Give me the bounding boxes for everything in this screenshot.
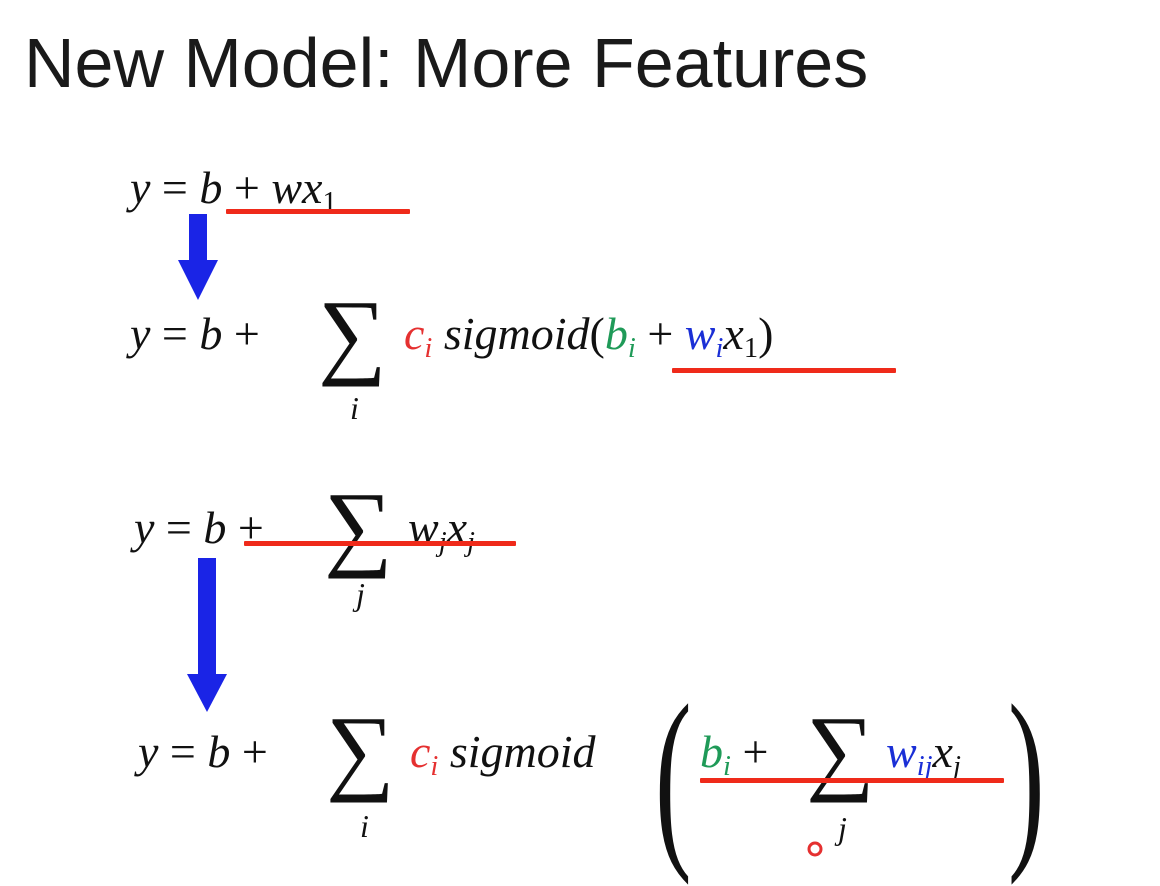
eq4-x-subscript: j (952, 750, 961, 782)
eq2-w-subscript: i (715, 332, 724, 364)
eq4-x: x (932, 726, 953, 777)
eq2-sigmoid: sigmoid (443, 308, 590, 359)
equation-linear-single: y = b + wx1 (130, 160, 337, 223)
eq2-plus-inner: + (647, 308, 674, 359)
eq4-open-paren: ( (655, 665, 692, 886)
equation-sigmoid-multi-body: ci sigmoid (410, 724, 596, 787)
equation-sigmoid-multi-inner-body: wijxj (886, 724, 961, 787)
eq4-c: c (410, 726, 431, 777)
eq2-y: y (130, 308, 151, 359)
eq1-red-underline (226, 209, 410, 214)
eq2-plus: + (233, 308, 260, 359)
slide-title: New Model: More Features (24, 24, 869, 102)
eq2-b-i: b (604, 308, 628, 359)
eq4-b-i: b (700, 726, 723, 777)
eq3-red-underline (244, 541, 516, 546)
eq2-open-paren: ( (589, 308, 605, 359)
eq3-y: y (134, 502, 155, 553)
eq2-sum-symbol: ∑ (318, 280, 387, 387)
eq4-b-subscript: i (723, 750, 731, 782)
eq3-sum-symbol: ∑ (324, 472, 393, 579)
down-arrow-2 (187, 558, 227, 712)
eq4-red-underline (700, 778, 1004, 783)
eq4-inner-sum-index: j (838, 810, 847, 846)
equation-sigmoid-single: y = b + (130, 306, 260, 362)
eq2-equals: = (161, 308, 188, 359)
eq4-sigmoid: sigmoid (449, 726, 596, 777)
eq4-equals: = (169, 726, 196, 777)
eq3-equals: = (165, 502, 192, 553)
equation-sigmoid-multi-inner: bi + (700, 724, 768, 787)
eq2-c-subscript: i (424, 332, 433, 364)
eq2-red-underline (672, 368, 896, 373)
eq4-sum-symbol: ∑ (326, 696, 395, 803)
equation-sigmoid-single-body: ci sigmoid(bi + wix1) (404, 306, 773, 369)
eq1-plus: + (233, 162, 260, 213)
equation-sigmoid-multi: y = b + (138, 724, 268, 780)
eq4-sum-index: i (360, 808, 369, 844)
eq4-close-paren: ) (1008, 665, 1045, 886)
laser-pointer-dot (807, 841, 823, 857)
eq2-w-i: w (684, 308, 716, 359)
eq1-w: w (271, 162, 303, 213)
eq4-plus: + (241, 726, 268, 777)
eq1-equals: = (161, 162, 188, 213)
eq3-sum-index: j (356, 576, 365, 612)
eq4-c-subscript: i (430, 750, 439, 782)
eq4-b: b (207, 726, 231, 777)
eq2-close-paren: ) (758, 308, 774, 359)
eq4-w: w (886, 726, 917, 777)
eq4-plus-inner: + (742, 726, 769, 777)
down-arrow-1 (178, 214, 218, 300)
eq2-sum-index: i (350, 390, 359, 426)
eq2-c: c (404, 308, 425, 359)
eq3-b: b (203, 502, 227, 553)
eq2-b-subscript: i (627, 332, 636, 364)
eq2-x-subscript: 1 (743, 332, 759, 364)
eq4-w-subscript: ij (916, 750, 933, 782)
eq1-x: x (302, 162, 323, 213)
eq4-y: y (138, 726, 159, 777)
eq2-x: x (723, 308, 744, 359)
eq3-x: x (446, 502, 468, 553)
eq2-b: b (199, 308, 223, 359)
eq1-b: b (199, 162, 223, 213)
eq1-y: y (130, 162, 151, 213)
